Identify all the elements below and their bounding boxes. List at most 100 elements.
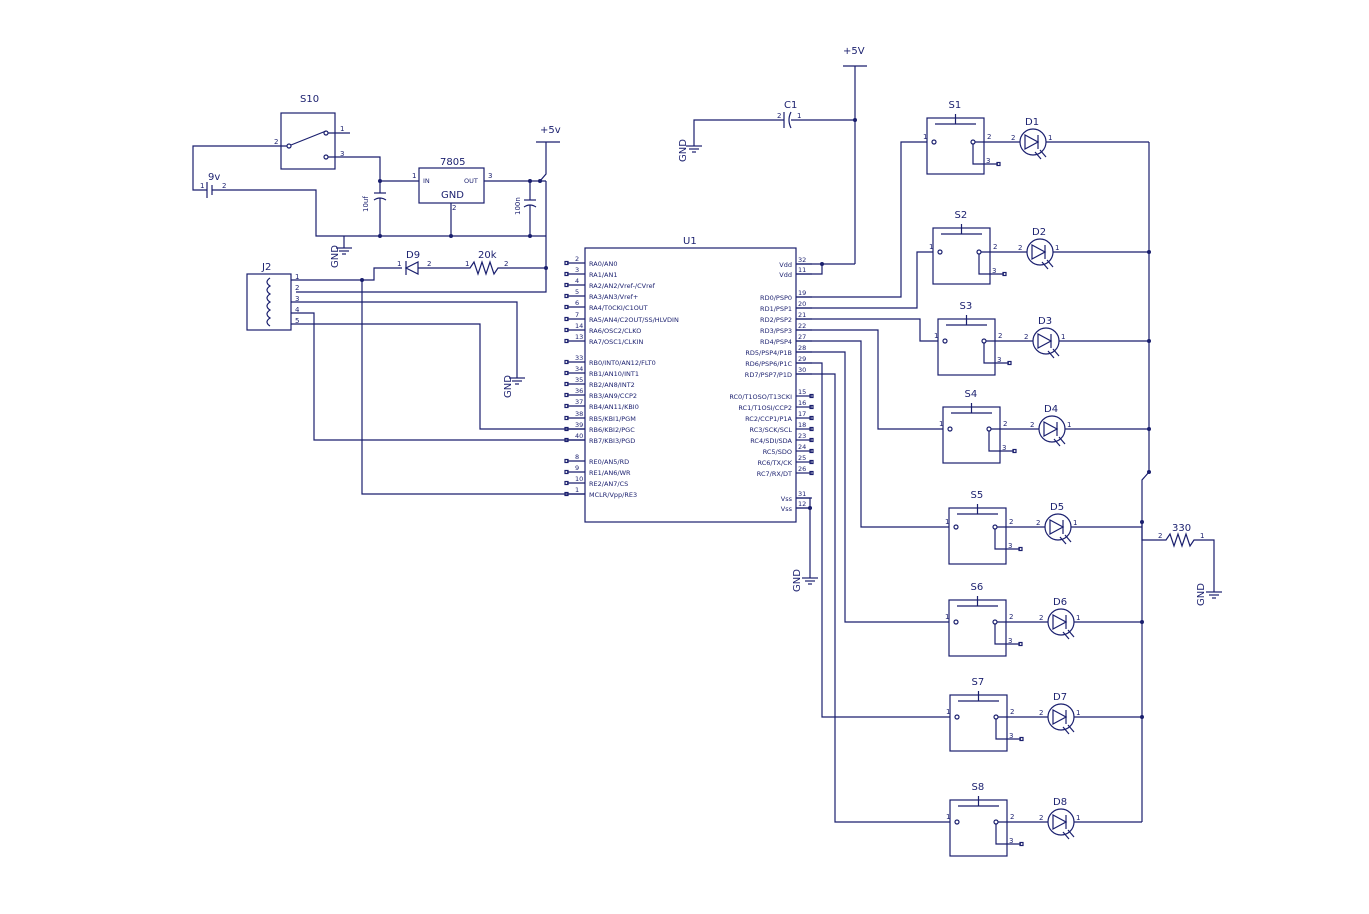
pin-number: 1 [340,125,344,133]
pin-number: 1 [1061,333,1065,341]
switch-label: S4 [965,389,978,400]
pin-number: 2 [777,112,781,120]
pin-number: 2 [504,260,508,268]
pin-number: 1 [200,182,204,190]
pin-number: GND [1196,583,1207,606]
u1-pin-label: RA1/AN1 [589,271,617,279]
pin-number: 2 [1039,614,1043,622]
pin-number: 1 [1055,244,1059,252]
pin-number: 1 [929,243,933,251]
pin-number: 3 [1008,542,1012,550]
pin-number: 1 [945,613,949,621]
pin-number: 3 [1002,444,1006,452]
led-label: D7 [1053,692,1067,703]
u1-pin-num: 19 [798,289,806,297]
j2-label: J2 [261,262,271,273]
j2-connector: J2 1 2 3 4 5 GND [246,262,585,441]
pin-number: 10uf [362,196,370,212]
u1-pin-label: RA4/T0CKI/C1OUT [589,304,648,312]
pin-number: IN [423,177,430,185]
pin-number: 1 [946,708,950,716]
u1-pin-num: 4 [575,277,579,285]
u1-pin-num: 40 [575,432,583,440]
pin-number: 3 [295,295,299,303]
led-label: D4 [1044,404,1058,415]
power-supply: S10 1 2 3 9v 1 2 7805 IN OUT GND 1 3 2 1… [192,94,561,293]
u1-pin-num: 14 [575,322,583,330]
u1-pin-num: 32 [798,256,806,264]
pin-number: 2 [1009,518,1013,526]
u1-pin-label: RB0/INT0/AN12/FLT0 [589,359,656,367]
pin-number: 5 [295,317,299,325]
u1-pin-num: 8 [575,453,579,461]
vcc-label: +5V [843,46,865,57]
pin-number: GND [503,375,514,398]
pin-number: 2 [427,260,431,268]
u1-pin-label: Vdd [779,271,792,279]
r330-label: 330 [1172,523,1191,534]
u1-pin-num: 3 [575,266,579,274]
d9-label: D9 [406,250,420,261]
pin-number: 3 [986,157,990,165]
pin-number: 2 [1158,532,1162,540]
u1-pin-num: 31 [798,490,806,498]
u1-pin-num: 5 [575,288,579,296]
u1-pin-label: RD4/PSP4 [760,338,792,346]
u1-pin-num: 6 [575,299,579,307]
u1-pin-num: 29 [798,355,806,363]
u1-pin-label: RD7/PSP7/P1D [745,371,792,379]
u1-pin-num: 18 [798,421,806,429]
pin-number: 3 [997,356,1001,364]
led-label: D6 [1053,597,1067,608]
pin-number: 2 [1011,134,1015,142]
pin-number: 2 [295,284,299,292]
switch-led-4: S4 1 23 D4 2 1 [796,329,1149,464]
u1-pin-num: 35 [575,376,583,384]
pin-number: 2 [1018,244,1022,252]
u1-pin-label: RD2/PSP2 [760,316,792,324]
u1-pin-label: RB4/AN11/KBI0 [589,403,639,411]
pin-number: 1 [1048,134,1052,142]
pin-number: 1 [946,813,950,821]
pin-number: 2 [1039,709,1043,717]
pin-number: 1 [939,420,943,428]
u1-pin-num: 15 [798,388,806,396]
u1-pin-num: 23 [798,432,806,440]
u1-pin-num: 27 [798,333,806,341]
switch-label: S2 [955,210,968,221]
pin-number: 3 [1009,837,1013,845]
switch-label: S3 [960,301,973,312]
switch-label: S5 [971,490,984,501]
u1-pin-label: RD3/PSP3 [760,327,792,335]
u1-pin-label: Vdd [779,261,792,269]
u1-pin-num: 9 [575,464,579,472]
c1-label: C1 [784,100,797,111]
u1-pin-num: 34 [575,365,583,373]
vcc-label-small: +5v [540,125,561,136]
u1-pin-label: RA7/OSC1/CLKIN [589,338,643,346]
u1-pin-num: 39 [575,421,583,429]
u1-pin-num: 33 [575,354,583,362]
pin-number: GND [792,569,803,592]
pin-number: 2 [452,204,456,212]
u1-pin-num: 22 [798,322,806,330]
pin-number: 4 [295,306,300,314]
u1-pin-num: 38 [575,410,583,418]
pin-number: 2 [993,243,997,251]
u1-pin-num: 7 [575,311,579,319]
pin-number: 2 [1009,613,1013,621]
led-label: D1 [1025,117,1039,128]
pin-number: 2 [1010,813,1014,821]
u1-pin-num: 28 [798,344,806,352]
u1-pin-label: RB1/AN10/INT1 [589,370,639,378]
pin-number: 2 [1036,519,1040,527]
pin-number: 3 [488,172,492,180]
pin-number: 1 [1076,614,1080,622]
u1-pin-num: 30 [798,366,806,374]
pin-number: 2 [998,332,1002,340]
pin-number: 1 [412,172,416,180]
u1-pin-num: 17 [798,410,806,418]
